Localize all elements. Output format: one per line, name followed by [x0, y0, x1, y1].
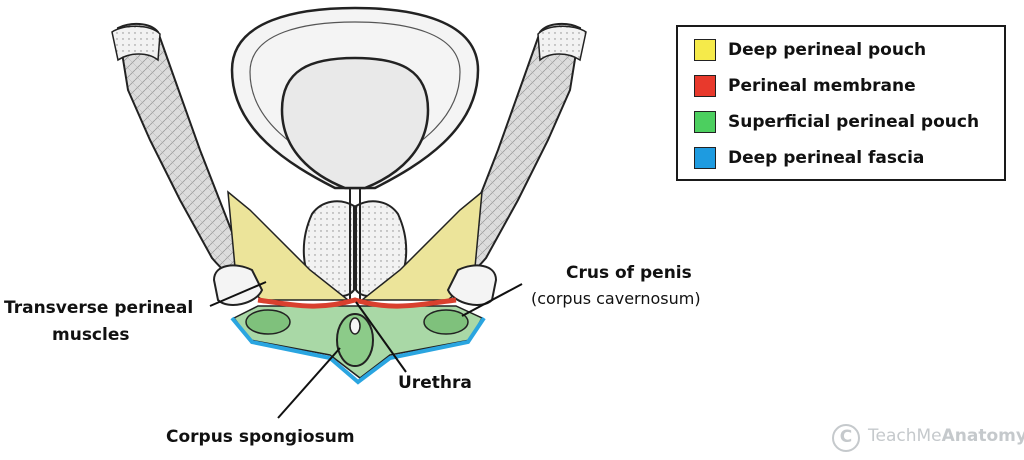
legend-swatch [694, 111, 716, 133]
leader-spongiosum [278, 348, 340, 418]
legend-label: Deep perineal pouch [728, 39, 926, 61]
label-transverse-line2: muscles [52, 324, 130, 346]
label-crus-title: Crus of penis [566, 262, 692, 284]
legend-swatch [694, 147, 716, 169]
label-crus-sub: (corpus cavernosum) [531, 288, 701, 310]
watermark-text-light: TeachMe [868, 426, 942, 446]
label-spongiosum: Corpus spongiosum [166, 426, 355, 448]
legend-label: Superficial perineal pouch [728, 111, 979, 133]
legend: Deep perineal pouch Perineal membrane Su… [676, 25, 1006, 181]
legend-swatch [694, 39, 716, 61]
legend-label: Deep perineal fascia [728, 147, 924, 169]
legend-label: Perineal membrane [728, 75, 916, 97]
superficial-perineal-pouch [234, 306, 482, 378]
watermark-text-bold: Anatomy [942, 426, 1024, 446]
label-transverse-line1: Transverse perineal [4, 297, 193, 319]
copyright-icon: C [832, 424, 860, 452]
label-urethra: Urethra [398, 372, 472, 394]
bladder [232, 8, 478, 188]
watermark-text: TeachMeAnatomy [868, 426, 1024, 446]
legend-swatch [694, 75, 716, 97]
